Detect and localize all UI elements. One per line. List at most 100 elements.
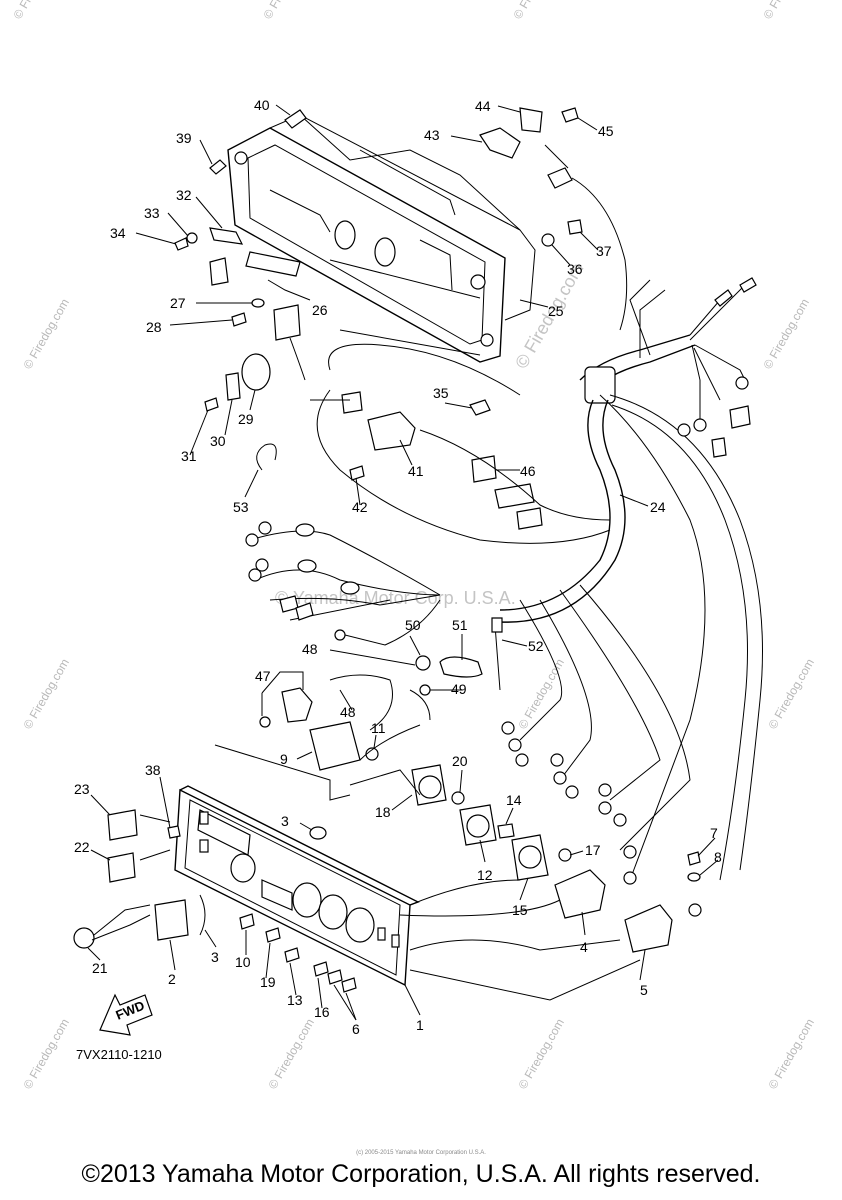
watermark: © Firedog.com [765,1016,817,1091]
watermark: © Firedog.com [265,1016,317,1091]
screw-part-6 [327,969,343,985]
screw-part-6 [341,977,357,993]
top-fasteners [174,107,628,331]
callout-48-bottom: 48 [340,704,356,720]
callout-49: 49 [451,681,467,697]
tube-part-51 [439,656,483,678]
switch-part-23 [107,809,138,841]
callout-37: 37 [596,243,612,259]
plate-part-32 [209,227,244,245]
wiring-harness-24 [310,277,763,881]
washer-part-36 [541,233,555,247]
callout-52: 52 [528,638,544,654]
relay-part-29 [241,353,271,391]
watermark-center: © Yamaha Motor Corp. U.S.A. [275,588,516,608]
connector-part [516,507,543,530]
callout-1: 1 [416,1017,424,1033]
connector-part [273,304,301,341]
callout-31: 31 [181,448,197,464]
callout-27: 27 [170,295,186,311]
callout-23: 23 [74,781,90,797]
callout-32: 32 [176,187,192,203]
callout-25: 25 [548,303,564,319]
callout-34: 34 [110,225,126,241]
callout-43: 43 [424,127,440,143]
callout-14: 14 [506,792,522,808]
tiny-copyright: (c) 2005-2015 Yamaha Motor Corporation U… [356,1150,486,1156]
plate-part-26 [245,251,301,277]
clamp-part-53 [256,443,277,471]
spring-part-3 [199,894,206,936]
diagram-code: 7VX2110-1210 [76,1047,162,1062]
callout-50: 50 [405,617,421,633]
callout-33: 33 [144,205,160,221]
plug-part-21 [73,927,95,949]
callout-7: 7 [710,825,718,841]
washer-part-17 [558,848,572,862]
watermark: © Firedog.com [515,1016,567,1091]
callout-20: 20 [452,753,468,769]
nut-part-37 [567,219,583,235]
screw-part-38 [167,825,181,839]
callout-40: 40 [254,97,270,113]
leader-lines [87,104,719,1021]
grommet-part-3 [309,826,327,840]
switch-part-47 [281,687,313,723]
callout-46: 46 [520,463,536,479]
screw-part-42 [349,465,365,481]
left-components [204,304,543,530]
screw-part-45 [561,107,579,123]
callout-48-top: 48 [302,641,318,657]
watermark: © Firedog.com [515,656,567,731]
callout-24: 24 [650,499,666,515]
cap-part-40 [284,109,307,129]
watermark: © Firedog.com [20,296,72,371]
watermark: © Firedog.com [510,0,562,22]
washer-part-20 [451,791,465,805]
callout-16: 16 [314,1004,330,1020]
callout-12: 12 [477,867,493,883]
callout-4: 4 [580,939,588,955]
watermarks: © Firedog.com © Firedog.com © Firedog.co… [10,0,817,1092]
fwd-arrow: FWD [99,993,153,1036]
control-box-frame [227,114,536,363]
middle-components [259,617,701,953]
callout-6: 6 [352,1021,360,1037]
callout-5: 5 [640,982,648,998]
copyright-notice: ©2013 Yamaha Motor Corporation, U.S.A. A… [81,1160,761,1188]
callout-45: 45 [598,123,614,139]
callout-29: 29 [238,411,254,427]
breaker-part-9 [309,721,361,771]
callout-8: 8 [714,849,722,865]
screw-part-34 [174,237,189,251]
sensor-part-43 [479,127,521,159]
module-part-4 [554,869,606,919]
callout-18: 18 [375,804,391,820]
callout-labels: 40 39 32 33 34 27 26 28 29 30 31 53 44 4… [74,97,722,1037]
washer-part-33 [186,232,198,244]
watermark: © Firedog.com [260,0,312,22]
watermark: © Firedog.com [760,296,812,371]
callout-28: 28 [146,319,162,335]
tie-part-52 [494,624,501,691]
washer-part-27 [251,298,265,308]
screw-part-10 [239,913,255,930]
screw-part-49 [419,684,431,696]
callout-22: 22 [74,839,90,855]
screw-part-39 [209,159,227,175]
screw-part-28 [231,312,247,327]
callout-44: 44 [475,98,491,114]
module-part-5 [624,904,673,953]
screw-part-31 [204,397,219,412]
callout-39: 39 [176,130,192,146]
callout-38: 38 [145,762,161,778]
screw-part-16 [313,961,329,977]
bracket-part-30 [225,372,241,401]
connector-part [209,257,229,286]
bolt-part-35 [469,399,491,416]
nut-part-14 [497,823,515,839]
switch-part-41 [367,411,416,451]
callout-26: 26 [312,302,328,318]
callout-15: 15 [512,902,528,918]
